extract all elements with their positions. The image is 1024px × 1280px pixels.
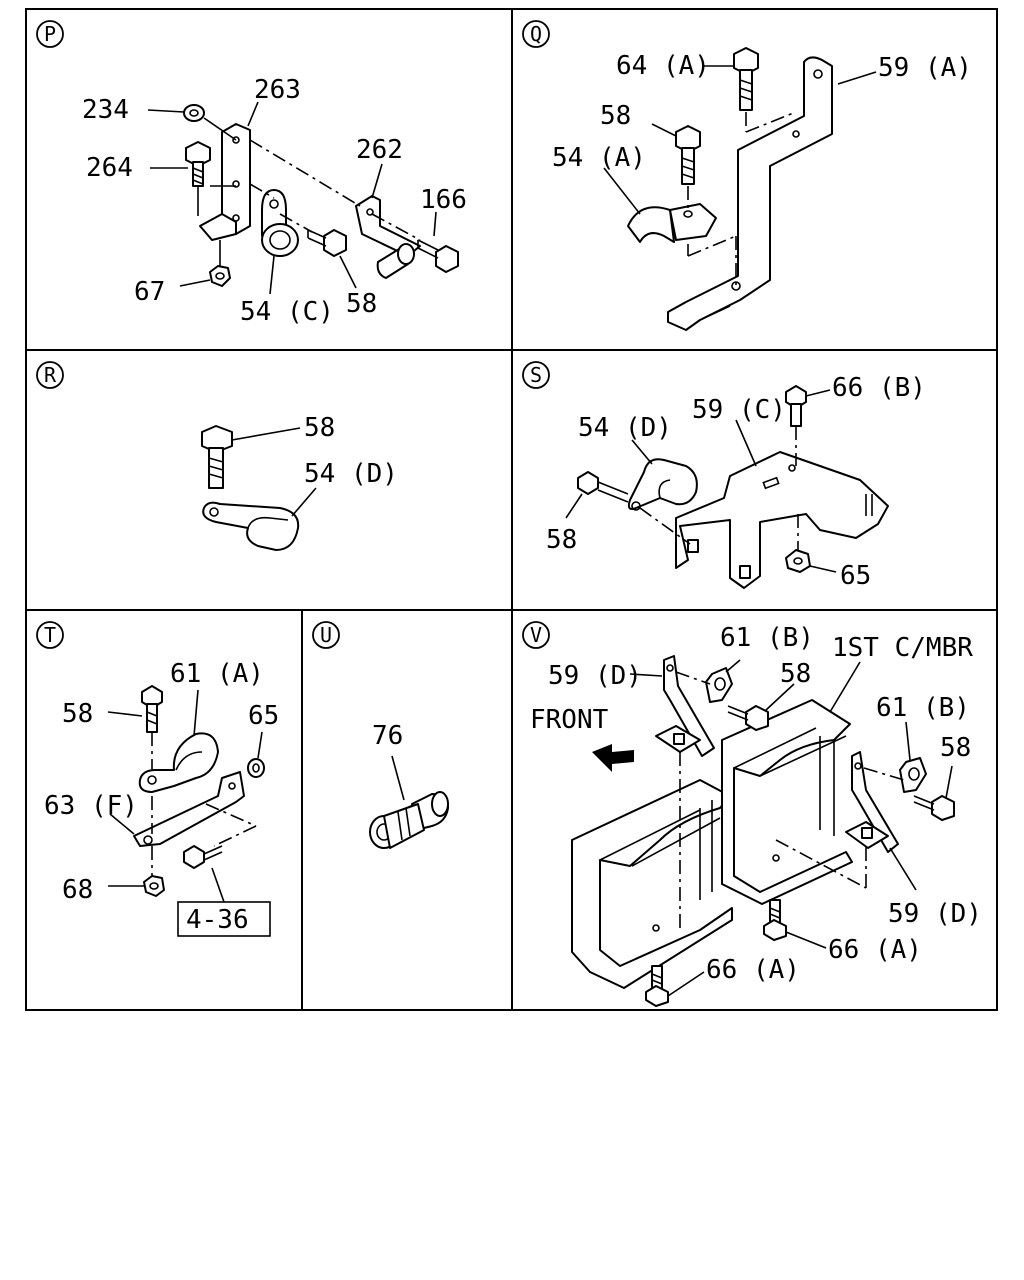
bolt-58-s-drawing [577,471,629,503]
bolt-58-p-drawing [307,229,347,257]
callout-264: 264 [86,153,133,183]
bolt-4-36-drawing [183,845,223,869]
callout-58-q: 58 [600,101,631,131]
svg-text:S: S [530,363,542,387]
bolt-58-v1-drawing [727,705,769,731]
callout-54c: 54 (C) [240,297,334,327]
section-u: 76 [369,721,449,849]
callout-58-p: 58 [346,289,377,319]
front-label: FRONT [530,705,609,735]
callout-66b: 66 (B) [832,373,926,403]
section-v: 61 (B) 1ST C/MBR 59 (D) 58 FRONT 61 (B) … [530,623,982,1007]
callout-65-s: 65 [840,561,871,591]
bolt-66b-drawing [785,385,807,427]
bolt-66a-1-drawing [763,899,787,941]
cross-member-front-drawing [571,779,733,989]
svg-text:U: U [320,623,332,647]
callout-59d-1: 59 (D) [548,661,642,691]
clip-61b-1-drawing [705,667,733,703]
section-marker-s: S [522,361,550,389]
bracket-263-drawing [199,123,251,241]
front-arrow-icon [592,744,634,772]
nut-68-drawing [143,875,165,897]
svg-text:T: T [44,623,56,647]
section-t: 61 (A) 58 65 63 (F) 68 4-36 [44,659,279,937]
callout-59d-2: 59 (D) [888,899,982,929]
callout-58-v2: 58 [940,733,971,763]
section-p: 234 263 264 262 166 67 54 (C) 58 [82,75,467,327]
callout-66a-2: 66 (A) [706,955,800,985]
nut-234-drawing [183,104,205,122]
callout-58-t: 58 [62,699,93,729]
bolt-58-v2-drawing [913,795,955,821]
callout-67: 67 [134,277,165,307]
callout-61a: 61 (A) [170,659,264,689]
bolt-264-drawing [185,141,211,187]
callout-262: 262 [356,135,403,165]
callout-54d-s: 54 (D) [578,413,672,443]
callout-263: 263 [254,75,301,105]
section-q: 64 (A) 59 (A) 58 54 (A) [552,47,972,331]
callout-54d-r: 54 (D) [304,459,398,489]
callout-61b-2: 61 (B) [876,693,970,723]
ref-box-4-36 [177,901,271,937]
section-r: 58 54 (D) [201,413,398,551]
clamp-54a-drawing [627,203,717,243]
section-marker-q: Q [522,20,550,48]
plate-63f-drawing [133,771,245,847]
section-marker-r: R [36,361,64,389]
bolt-58-t-drawing [141,685,163,733]
bolt-58-q-drawing [675,125,701,185]
callout-63f: 63 (F) [44,791,138,821]
bolt-166-drawing [417,239,459,273]
callout-65-t: 65 [248,701,279,731]
nut-65-s-drawing [785,549,811,573]
clip-61b-2-drawing [899,757,927,793]
callout-234: 234 [82,95,129,125]
bolt-64a-drawing [733,47,759,111]
nut-67-drawing [209,265,231,287]
clip-54d-s-drawing [627,458,698,511]
callout-58-s: 58 [546,525,577,555]
svg-text:Q: Q [530,22,542,46]
bolt-66a-2-drawing [645,965,669,1007]
svg-text:R: R [44,363,57,387]
svg-text:P: P [44,22,56,46]
callout-59c: 59 (C) [692,395,786,425]
callout-166: 166 [420,185,467,215]
bracket-59a-drawing [667,56,833,331]
bolt-58-r-drawing [201,425,233,489]
nut-65-t-drawing [247,758,265,778]
svg-text:V: V [530,623,542,647]
callout-58-r: 58 [304,413,335,443]
bracket-59d-1-drawing [655,655,715,757]
section-marker-p: P [36,20,64,48]
grid-frame [25,8,998,1011]
clip-54c-drawing [261,189,299,257]
section-s: 66 (B) 59 (C) 54 (D) 58 65 [546,373,926,591]
callout-76: 76 [372,721,403,751]
callout-66a-1: 66 (A) [828,935,922,965]
cross-member-1st-drawing [721,699,853,905]
callout-68: 68 [62,875,93,905]
connector-76-drawing [369,791,449,849]
bracket-262-drawing [355,195,421,279]
callout-61b-1: 61 (B) [720,623,814,653]
section-marker-t: T [36,621,64,649]
bracket-59c-drawing [675,451,889,589]
callout-58-v1: 58 [780,659,811,689]
callout-54a: 54 (A) [552,143,646,173]
section-marker-v: V [522,621,550,649]
callout-64a: 64 (A) [616,51,710,81]
callout-1st-c-mbr: 1ST C/MBR [832,633,973,663]
bracket-59d-2-drawing [845,751,899,853]
callout-59a: 59 (A) [878,53,972,83]
clip-61a-drawing [138,732,219,793]
callout-ref-4-36: 4-36 [186,905,249,935]
section-marker-u: U [312,621,340,649]
clip-54d-r-drawing [202,501,300,551]
